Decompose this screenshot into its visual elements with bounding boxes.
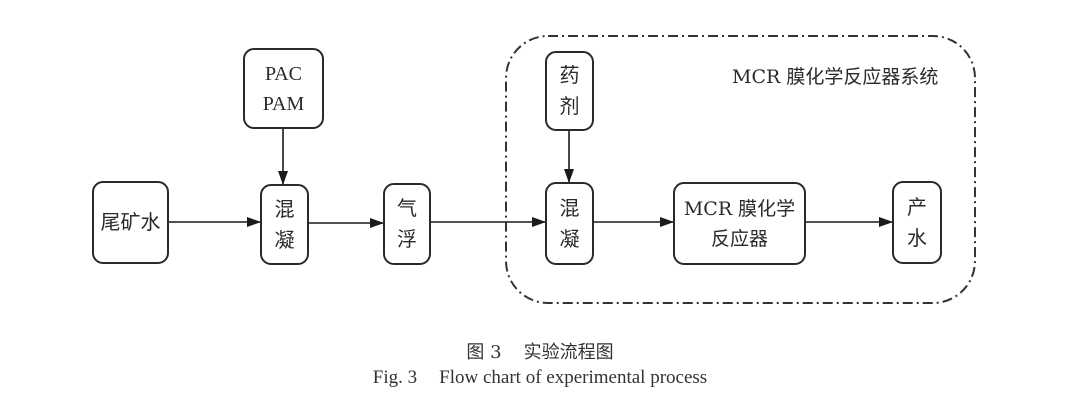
node-label: 尾矿水 <box>100 210 161 234</box>
node-label: 气 浮 <box>397 196 417 251</box>
node-label: 混 凝 <box>274 196 295 252</box>
node-label: MCR 膜化学 反应器 <box>683 197 796 250</box>
node-label: PAC PAM <box>262 62 305 115</box>
node-air-flotation: 气 浮 <box>383 183 431 265</box>
caption-cn-title: 实验流程图 <box>523 342 614 363</box>
node-mcr-reactor: MCR 膜化学 反应器 <box>673 182 806 265</box>
caption-cn-number: 图 3 <box>466 342 502 363</box>
figure-caption-cn: 图 3 实验流程图 <box>0 338 1080 364</box>
node-label: 产 水 <box>907 194 927 250</box>
caption-en-number: Fig. 3 <box>372 367 418 388</box>
node-pac-pam: PAC PAM <box>243 48 324 129</box>
node-tailings-water: 尾矿水 <box>92 181 169 264</box>
mcr-system-region <box>505 35 976 304</box>
mcr-system-title: MCR 膜化学反应器系统 <box>732 66 939 88</box>
figure-caption-en: Fig. 3 Flow chart of experimental process <box>0 367 1080 389</box>
node-reagent: 药 剂 <box>545 51 594 131</box>
node-label: 药 剂 <box>559 63 580 118</box>
node-product-water: 产 水 <box>892 181 942 264</box>
node-label: 混 凝 <box>559 195 580 251</box>
caption-en-title: Flow chart of experimental process <box>439 367 708 388</box>
node-coagulation-1: 混 凝 <box>260 184 309 265</box>
node-coagulation-2: 混 凝 <box>545 182 594 265</box>
